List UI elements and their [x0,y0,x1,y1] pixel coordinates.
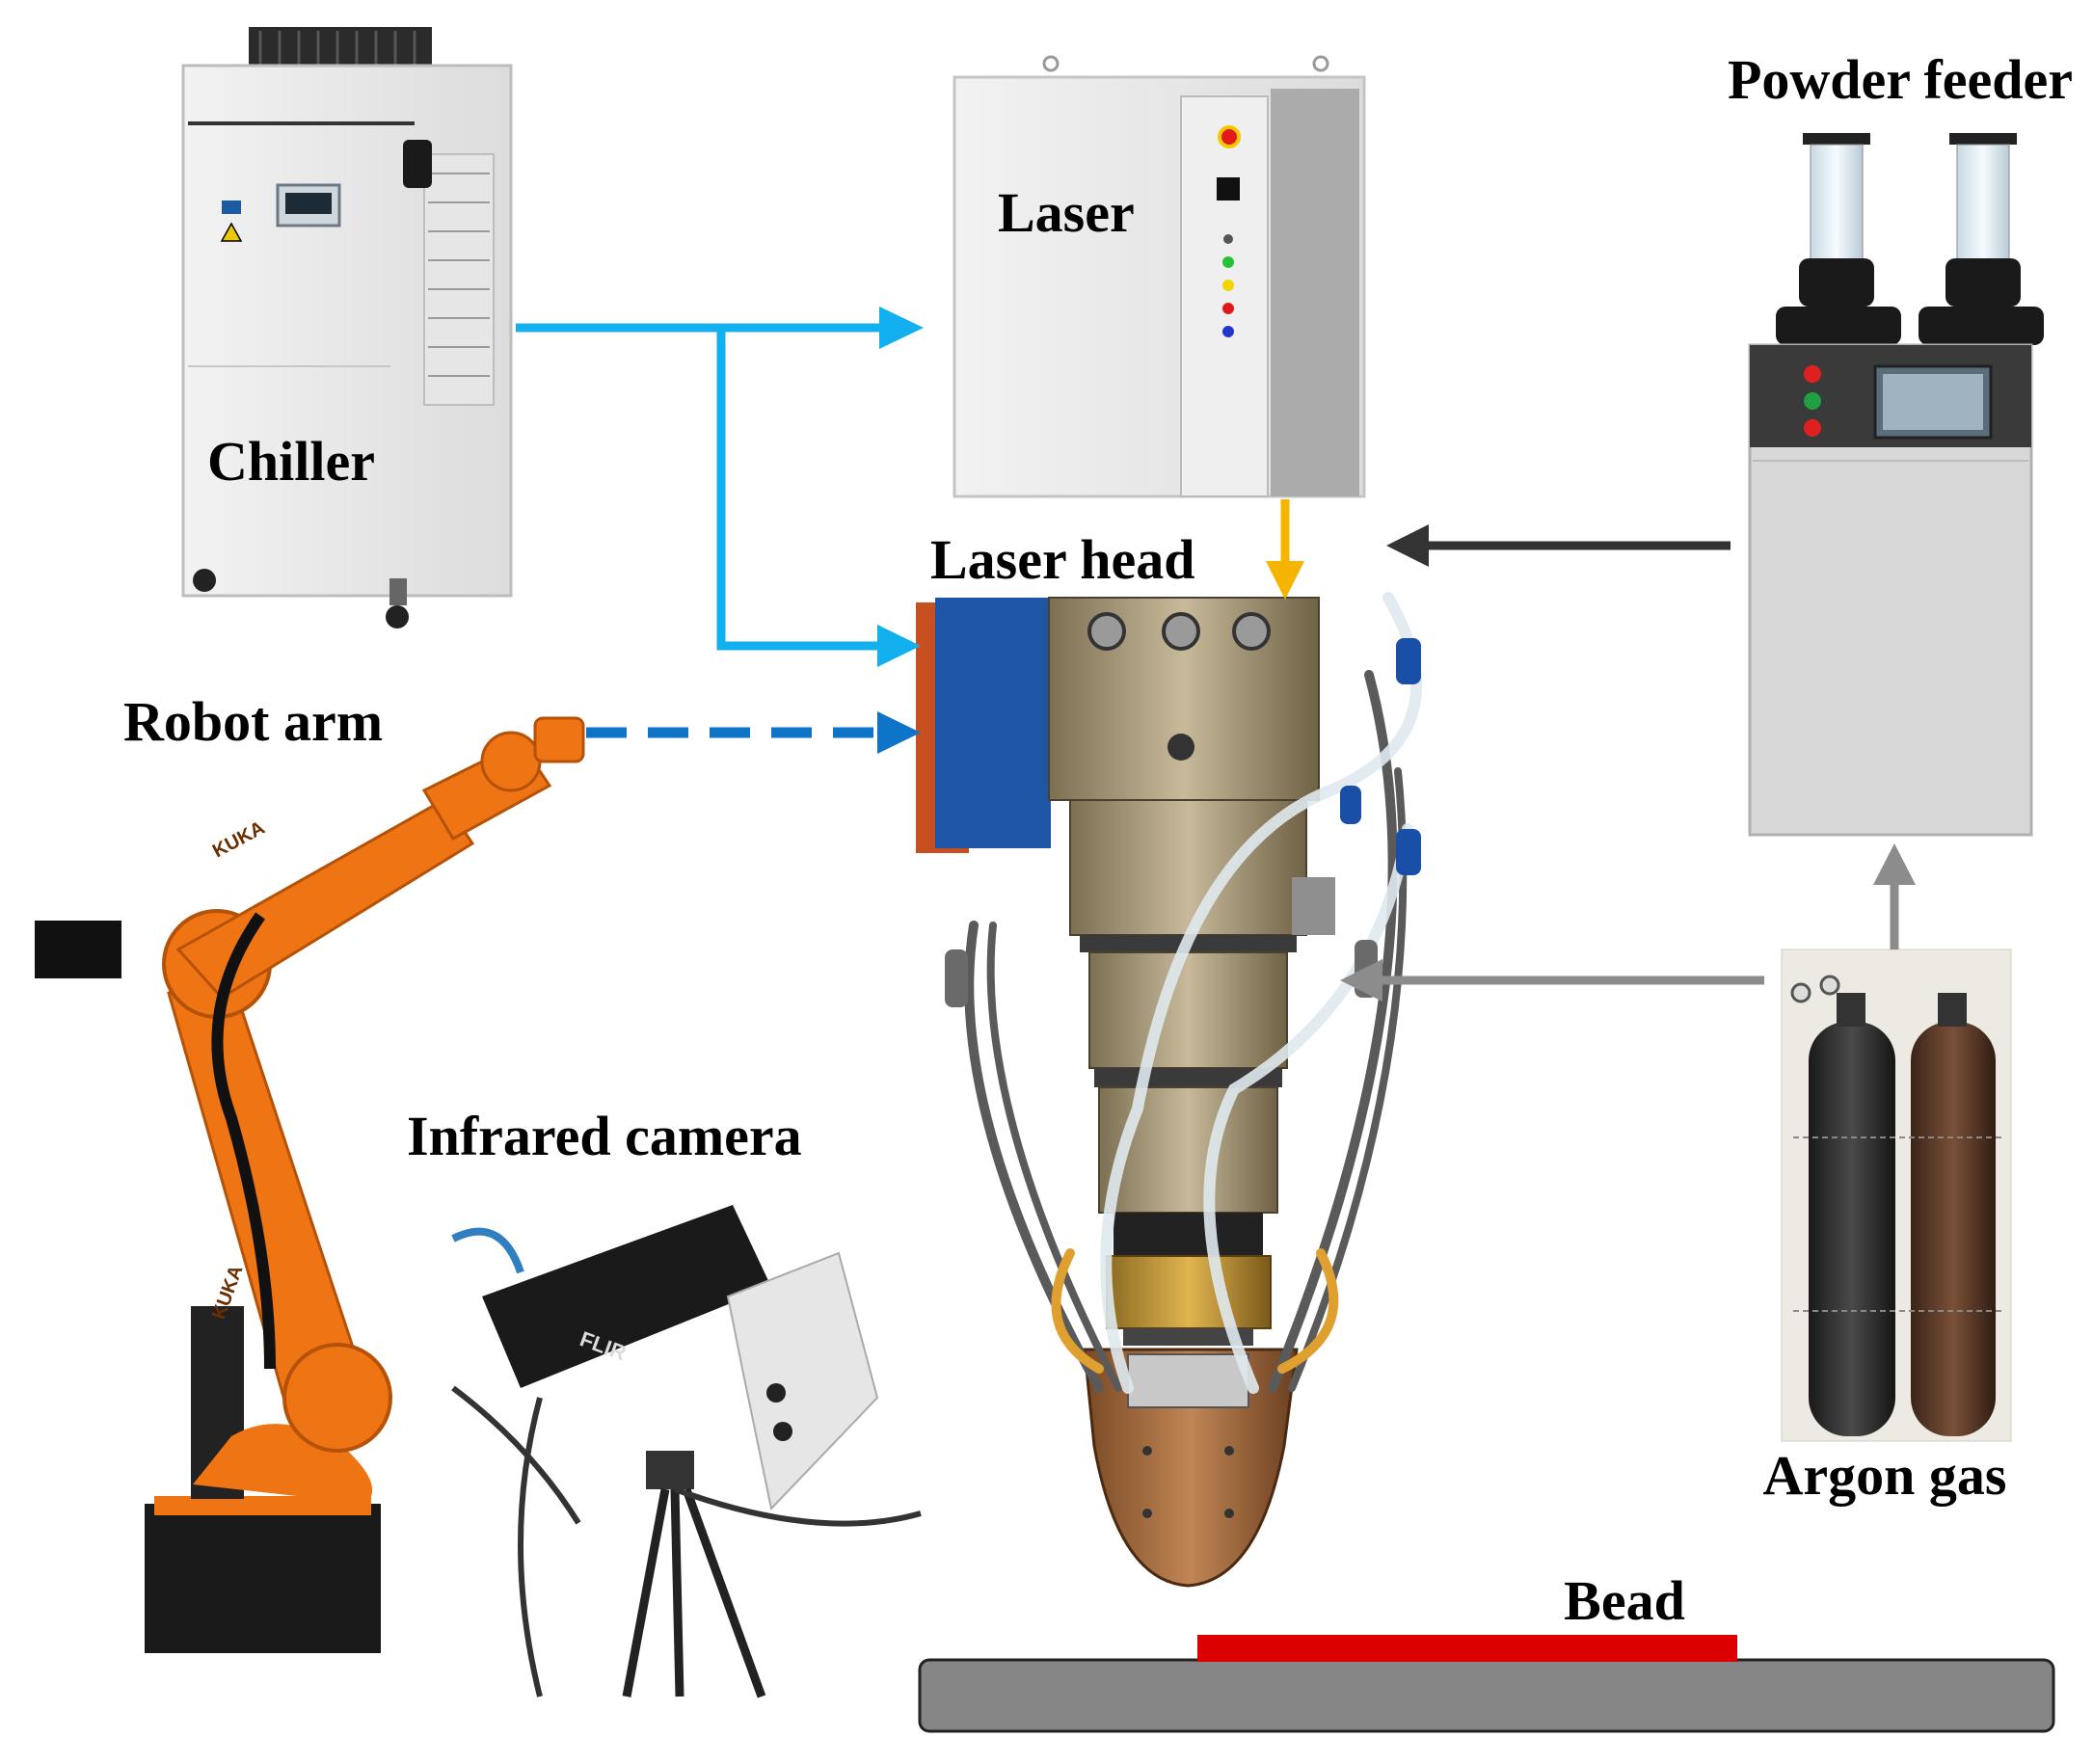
robot-arm-machine: KUKA KUKA [35,716,585,1653]
laser-source-unit [953,55,1366,498]
gas-arrowhead-head [1340,959,1382,1002]
robot-arrowhead [877,711,921,754]
cooling-arrowhead-laser [879,307,924,349]
laser-head-assembly [916,592,1423,1588]
label-laser-head: Laser head [930,528,1194,591]
gas-arrowhead-feeder [1873,843,1916,885]
argon-gas-cylinders [1781,949,2012,1442]
label-chiller: Chiller [207,430,375,493]
powder-arrowhead [1386,524,1429,567]
label-robot-arm: Robot arm [123,690,383,753]
label-powder-feeder: Powder feeder [1728,48,2073,111]
cooling-arrowhead-head [877,625,921,667]
label-argon-gas: Argon gas [1763,1444,2007,1507]
laser-beam-arrowhead [1266,561,1304,600]
infrared-camera-device: FLIR [451,1205,922,1698]
label-laser: Laser [998,181,1135,244]
deposited-bead [1197,1635,1737,1662]
label-bead: Bead [1564,1569,1685,1632]
substrate-plate [918,1658,2055,1733]
robot-brand-text: KUKA [209,817,268,863]
label-infrared-camera: Infrared camera [407,1105,802,1167]
powder-feeder-unit [1748,133,2044,837]
cooling-line [516,323,882,651]
chiller-unit [181,27,513,628]
